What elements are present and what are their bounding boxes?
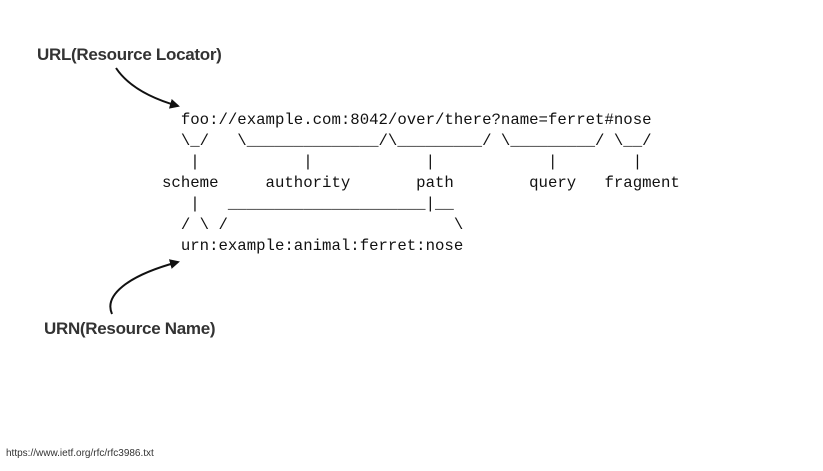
urn-example-line: urn:example:animal:ferret:nose [162,237,464,255]
component-brackets-line: \_/ \______________/\_________/ \_______… [162,132,652,150]
uri-syntax-diagram: foo://example.com:8042/over/there?name=f… [162,110,680,257]
urn-label: URN(Resource Name) [44,319,216,338]
urn-branch-line: / \ / \ [162,216,464,234]
component-pipes-line: | | | | | [162,153,643,171]
url-label: URL(Resource Locator) [37,45,222,64]
component-names-line: scheme authority path query fragment [162,174,680,192]
urn-arrow [109,259,180,315]
url-arrow [115,67,180,109]
url-example-line: foo://example.com:8042/over/there?name=f… [162,111,652,129]
urn-connector-line: | _____________________|__ [162,195,454,213]
source-link[interactable]: https://www.ietf.org/rfc/rfc3986.txt [6,448,154,459]
